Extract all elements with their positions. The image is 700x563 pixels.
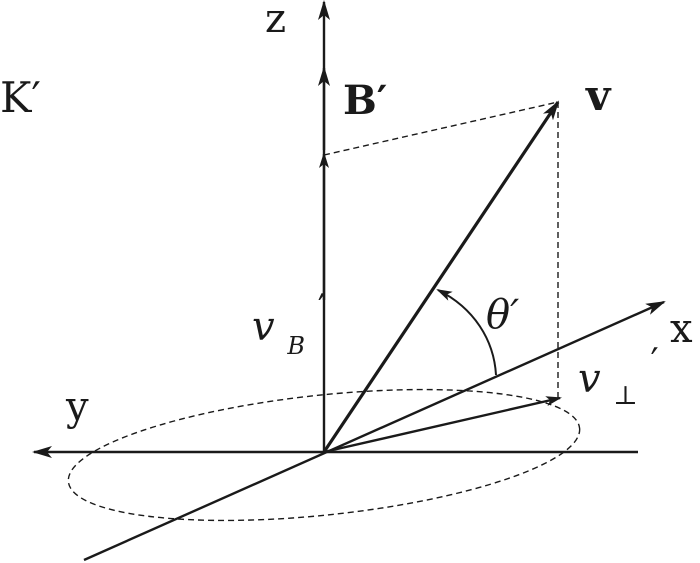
v-perp-label: v ⊥ ′ [578,342,659,414]
x-axis-label: x [670,306,693,352]
z-axis-label: z [265,0,286,42]
b-field-label: B′ [343,77,387,124]
x-axis [83,300,666,562]
v-perp-component-arrow [323,396,562,454]
v-perp-prime: ′ [651,342,659,383]
velocity-label: v [585,71,612,120]
theta-label: θ′ [486,292,519,338]
dashed-orbit-ellipse [67,388,581,522]
v-parallel-prime: ′ [318,288,326,329]
theta-angle-arc [436,289,497,376]
frame-label: K′ [0,73,41,122]
velocity-vector-v [322,100,560,453]
v-parallel-label: v B ′ [252,288,326,364]
v-parallel-subscript: B [286,332,305,360]
y-axis-label: y [65,384,89,430]
v-parallel-symbol: v [252,304,275,350]
v-perp-symbol: v [578,356,601,402]
v-perp-subscript: ⊥ [613,381,637,411]
